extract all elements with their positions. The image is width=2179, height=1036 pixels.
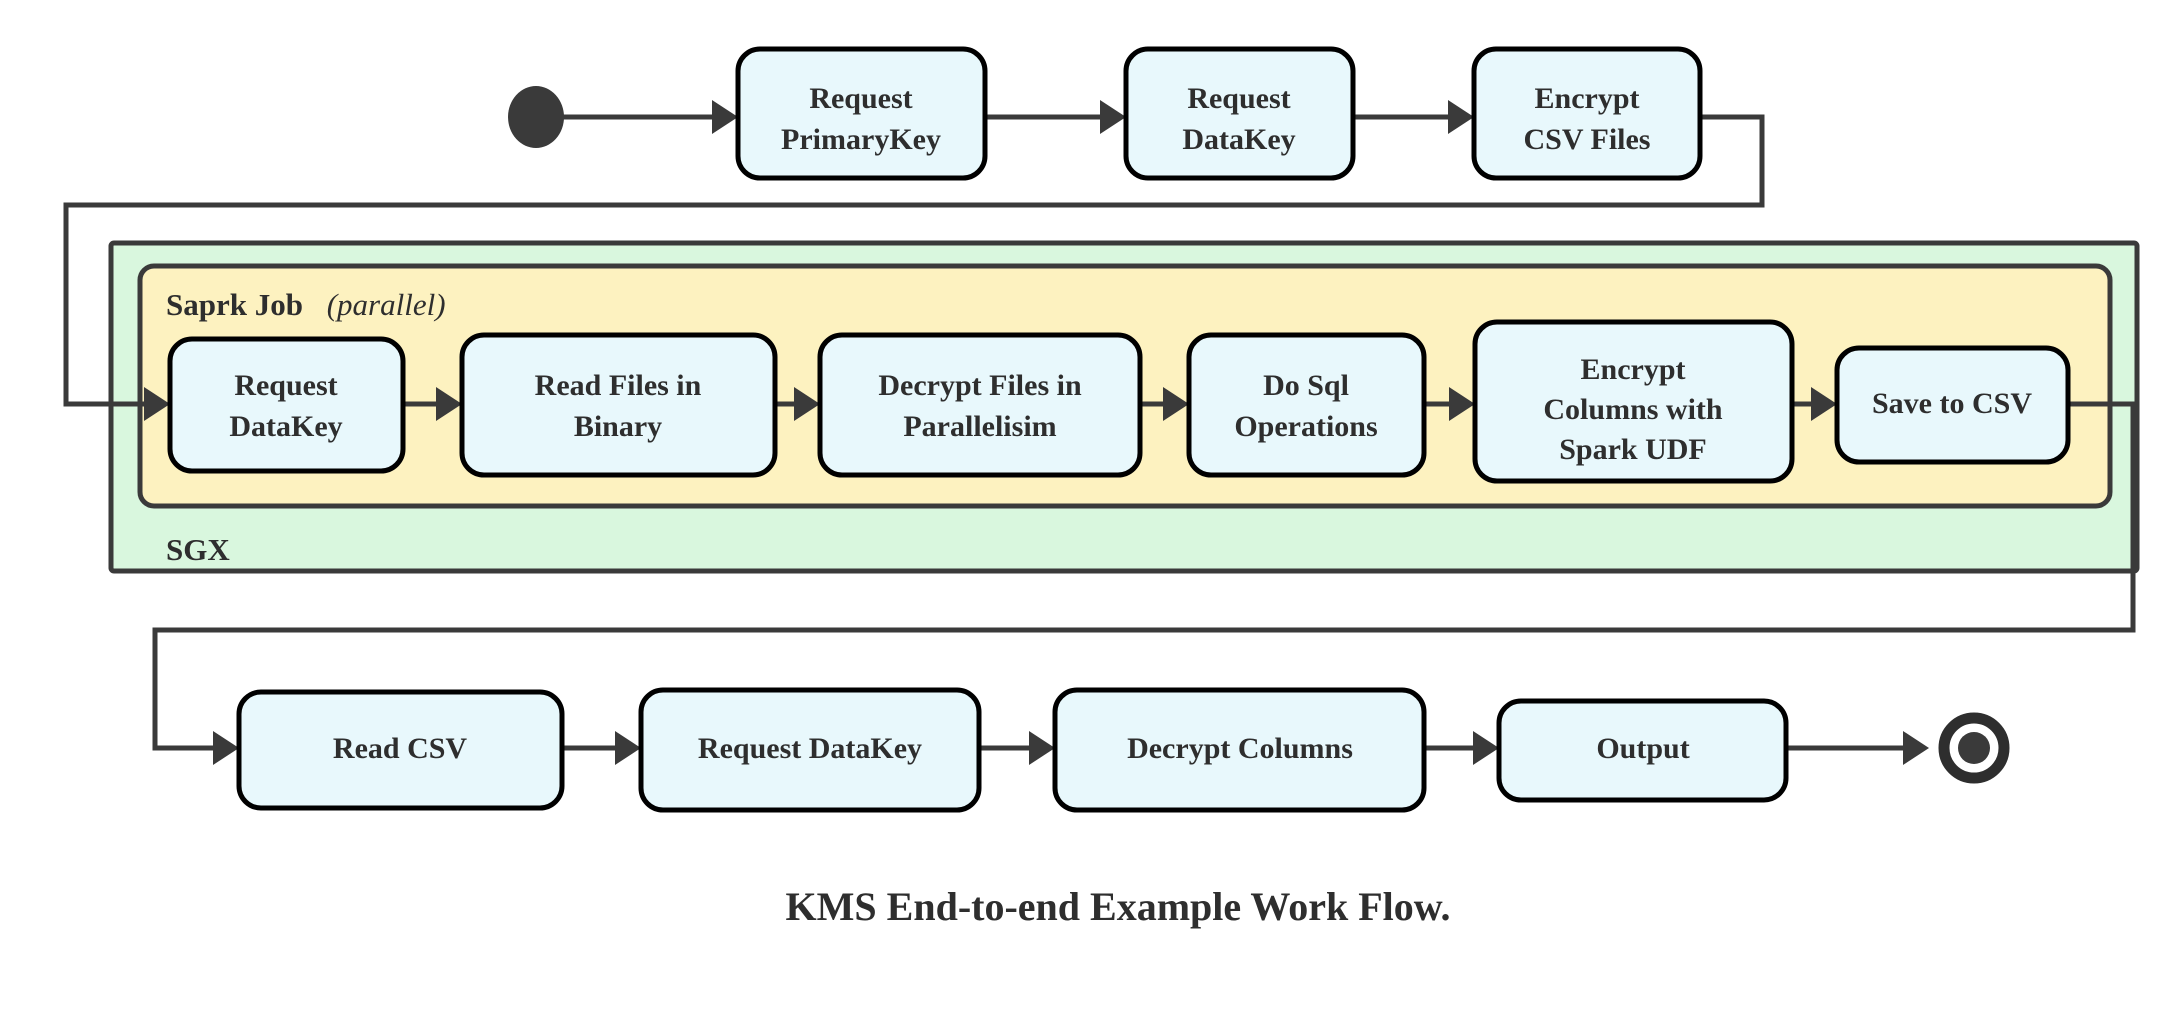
node-output-shape[interactable] — [1496, 698, 1789, 803]
node-save-to-csv[interactable]: Save to CSV — [1834, 345, 2071, 465]
node-request-primarykey[interactable]: Request PrimaryKey — [735, 46, 988, 181]
arrowhead-encrypt-columns-with-spark-udf — [1449, 387, 1475, 421]
arrowhead-request-datakey-bottom — [615, 731, 641, 765]
node-encrypt-columns-with-spark-udf[interactable]: Encrypt Columns with Spark UDF — [1472, 319, 1795, 484]
node-read-files-in-binary[interactable]: Read Files in Binary — [459, 332, 778, 478]
node-save-to-csv-line-1: Save to CSV — [1872, 387, 2032, 420]
node-request-datakey-top-line-1: Request — [1187, 82, 1290, 115]
node-request-datakey-bottom-line-1: Request DataKey — [698, 732, 922, 765]
arrowhead-save-to-csv — [1811, 387, 1837, 421]
arrowhead-spark-request-datakey — [144, 387, 170, 421]
arrowhead-do-sql-operations — [1163, 387, 1189, 421]
node-request-datakey-bottom-shape[interactable] — [638, 687, 982, 813]
node-request-primarykey-line-1: Request — [809, 82, 912, 115]
node-decrypt-columns-shape[interactable] — [1052, 687, 1427, 813]
node-decrypt-columns-line-1: Decrypt Columns — [1127, 732, 1353, 765]
arrowhead-request-primarykey — [712, 100, 738, 134]
node-output[interactable]: Output — [1496, 698, 1789, 803]
node-request-datakey-spark-shape[interactable] — [167, 336, 406, 474]
node-do-sql-operations-line-2: Operations — [1234, 410, 1377, 443]
node-encrypt-columns-with-spark-udf-shape[interactable] — [1472, 319, 1795, 484]
node-request-datakey-top-shape[interactable] — [1123, 46, 1356, 181]
node-request-datakey-top-line-2: DataKey — [1182, 123, 1295, 156]
arrowhead-end-node — [1903, 731, 1929, 765]
node-decrypt-files-in-parallelisim-shape[interactable] — [817, 332, 1143, 478]
node-encrypt-csv-files-shape[interactable] — [1471, 46, 1703, 181]
node-read-files-in-binary-line-2: Binary — [574, 410, 662, 443]
end-node-dot — [1958, 732, 1990, 764]
node-decrypt-files-in-parallelisim-line-1: Decrypt Files in — [878, 369, 1082, 402]
node-read-csv[interactable]: Read CSV — [236, 689, 565, 811]
container-spark-job-label-text: Saprk Job — [166, 287, 303, 322]
node-do-sql-operations[interactable]: Do Sql Operations — [1186, 332, 1427, 478]
node-do-sql-operations-shape[interactable] — [1186, 332, 1427, 478]
arrowhead-read-files-in-binary — [436, 387, 462, 421]
node-encrypt-csv-files[interactable]: Encrypt CSV Files — [1471, 46, 1703, 181]
node-encrypt-columns-with-spark-udf-line-3: Spark UDF — [1559, 433, 1707, 466]
node-decrypt-files-in-parallelisim[interactable]: Decrypt Files in Parallelisim — [817, 332, 1143, 478]
node-request-datakey-spark-line-2: DataKey — [229, 410, 342, 443]
node-request-datakey-top[interactable]: Request DataKey — [1123, 46, 1356, 181]
arrowhead-read-csv — [213, 731, 239, 765]
node-decrypt-files-in-parallelisim-line-2: Parallelisim — [903, 410, 1056, 443]
arrowhead-request-datakey-top — [1100, 100, 1126, 134]
node-request-datakey-bottom[interactable]: Request DataKey — [638, 687, 982, 813]
arrowhead-decrypt-columns — [1029, 731, 1055, 765]
node-read-csv-line-1: Read CSV — [333, 732, 468, 765]
node-save-to-csv-shape[interactable] — [1834, 345, 2071, 465]
node-encrypt-columns-with-spark-udf-line-2: Columns with — [1543, 393, 1723, 426]
node-output-line-1: Output — [1596, 732, 1689, 765]
node-request-datakey-spark-line-1: Request — [234, 369, 337, 402]
container-sgx-label: SGX — [166, 532, 230, 567]
arrowhead-output — [1473, 731, 1499, 765]
container-spark-job-label: Saprk Job (parallel) — [166, 287, 446, 322]
node-do-sql-operations-line-1: Do Sql — [1263, 369, 1349, 402]
node-request-datakey-spark[interactable]: Request DataKey — [167, 336, 406, 474]
node-decrypt-columns[interactable]: Decrypt Columns — [1052, 687, 1427, 813]
diagram-caption: KMS End-to-end Example Work Flow. — [786, 884, 1451, 929]
node-encrypt-csv-files-line-2: CSV Files — [1524, 123, 1651, 156]
node-request-primarykey-line-2: PrimaryKey — [781, 123, 941, 156]
start-node — [508, 86, 564, 148]
node-request-primarykey-shape[interactable] — [735, 46, 988, 181]
node-read-files-in-binary-line-1: Read Files in — [535, 369, 702, 402]
node-read-files-in-binary-shape[interactable] — [459, 332, 778, 478]
node-encrypt-csv-files-line-1: Encrypt — [1535, 82, 1640, 115]
connector-encrypt-csv-to-spark-datakey — [63, 114, 1765, 407]
arrowhead-decrypt-files-in-parallelisim — [794, 387, 820, 421]
arrowhead-encrypt-csv-files — [1448, 100, 1474, 134]
end-node-ring — [1938, 712, 2010, 784]
node-encrypt-columns-with-spark-udf-line-1: Encrypt — [1581, 353, 1686, 386]
container-spark-job-label-suffix: (parallel) — [327, 287, 446, 322]
connector-save-csv-to-read-csv — [152, 401, 2136, 751]
node-read-csv-shape[interactable] — [236, 689, 565, 811]
